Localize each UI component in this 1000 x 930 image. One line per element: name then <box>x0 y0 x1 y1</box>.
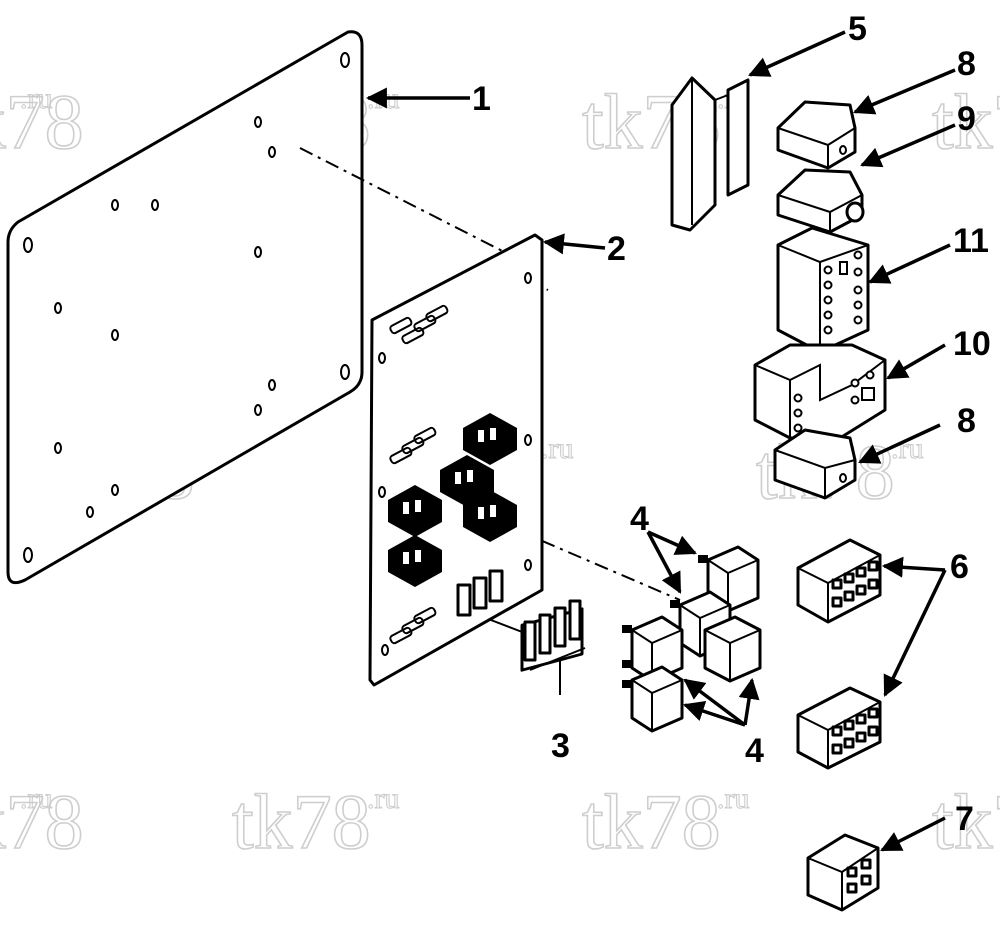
watermark: tk78 .ru <box>581 777 750 866</box>
watermark-text: tk78 <box>932 778 1000 865</box>
plate-holes <box>23 52 350 563</box>
board-connector <box>456 569 504 617</box>
cap-part-8-top <box>776 100 857 170</box>
callout-11: 11 <box>953 222 989 260</box>
alignment-line <box>299 147 521 261</box>
bracket-part-5 <box>670 76 750 232</box>
callout-2: 2 <box>607 230 626 268</box>
leader-lines <box>365 30 956 852</box>
callout-10: 10 <box>953 325 991 363</box>
connector-part-7 <box>806 833 880 912</box>
housing-part-10 <box>753 343 887 440</box>
callout-4-lower: 4 <box>745 732 764 770</box>
watermark-sup: .ru <box>717 782 750 815</box>
terminal-block-part-3 <box>520 599 586 695</box>
callout-1: 1 <box>472 80 491 118</box>
callout-8-top: 8 <box>957 45 976 83</box>
watermark-sup: .ru <box>20 82 53 115</box>
watermark: tk78 .ru <box>0 77 84 166</box>
callout-6: 6 <box>950 548 969 586</box>
relay-socket-group <box>388 413 517 587</box>
terminal-module-part-11 <box>776 226 870 354</box>
relay <box>703 615 762 683</box>
callout-5: 5 <box>848 10 867 48</box>
watermark-sup: .ru <box>541 432 574 465</box>
cap-part-8-bottom <box>773 428 857 500</box>
callout-9: 9 <box>957 100 976 138</box>
board-terminal-group <box>389 304 449 645</box>
watermark: tk78 <box>931 77 1000 166</box>
relay <box>622 665 684 733</box>
watermark: tk78 .ru <box>231 777 400 866</box>
watermark: tk78 .ru <box>581 77 750 166</box>
watermark: tk78 .ru <box>0 777 84 866</box>
watermark: tk78 <box>931 777 1000 866</box>
cap-part-9 <box>776 168 865 234</box>
watermark-sup: .ru <box>20 782 53 815</box>
watermark-text: tk78 <box>0 78 84 165</box>
watermark-text: tk78 <box>0 778 84 865</box>
relays-part-4 <box>622 545 762 733</box>
watermark-text: tk78 <box>582 778 721 865</box>
relay <box>622 615 684 683</box>
callout-labels: 1 2 3 4 4 5 6 7 8 8 9 10 11 <box>472 10 991 838</box>
connector-part-6-upper <box>796 538 882 624</box>
callout-8-bottom: 8 <box>957 402 976 440</box>
callout-3: 3 <box>551 727 570 765</box>
watermark-text: tk78 <box>932 78 1000 165</box>
watermark-sup: .ru <box>891 432 924 465</box>
connector-part-6-lower <box>796 686 882 770</box>
watermark-sup: .ru <box>367 782 400 815</box>
circuit-board-part-2 <box>368 233 544 687</box>
relay <box>698 545 760 613</box>
callout-7: 7 <box>955 800 974 838</box>
mounting-plate-part-1 <box>6 30 364 585</box>
callout-4-upper: 4 <box>630 500 649 538</box>
watermark-text: tk78 <box>232 778 371 865</box>
